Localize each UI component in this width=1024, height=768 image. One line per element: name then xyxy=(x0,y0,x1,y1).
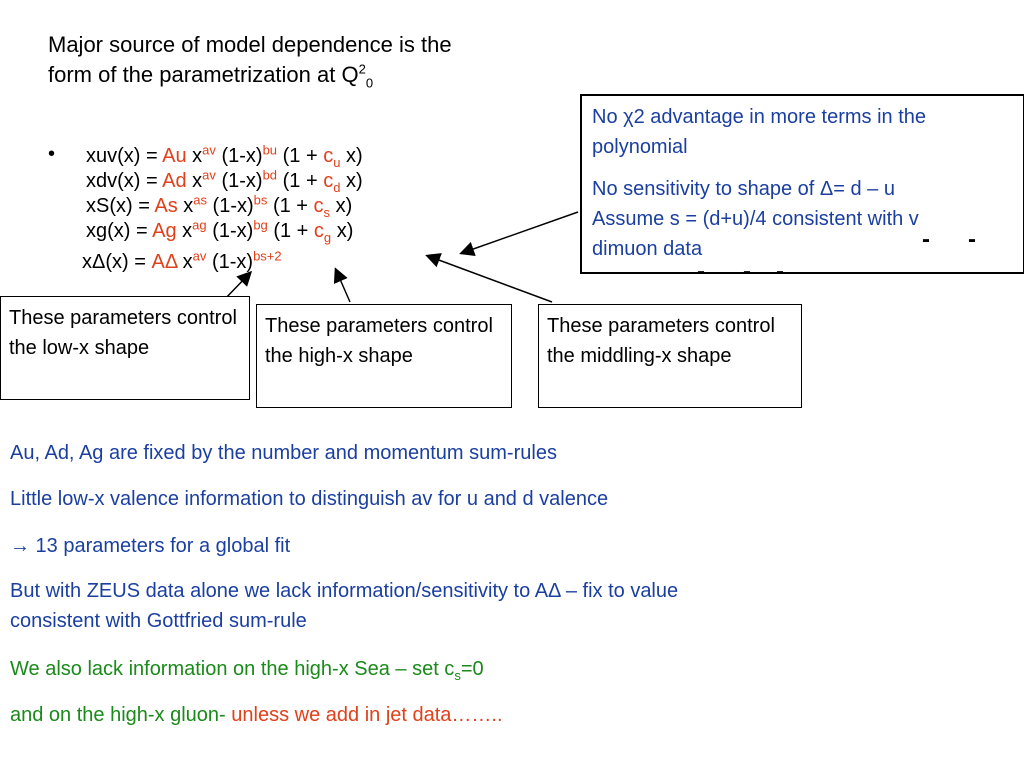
eq-poly: (1 + xyxy=(277,145,324,167)
arrow-info xyxy=(459,211,579,257)
arrow-midx xyxy=(425,253,553,303)
eq-poly: (1 + xyxy=(277,170,324,192)
note-sumrules: Au, Ad, Ag are fixed by the number and m… xyxy=(10,442,557,464)
title-sup: 2 xyxy=(358,61,366,77)
note-jet-data: unless we add in jet data…….. xyxy=(231,704,503,726)
title-sub: 0 xyxy=(365,75,374,91)
eq-c: c xyxy=(313,195,324,217)
overbar-mark: - xyxy=(968,226,976,253)
eq-poly: (1 + xyxy=(267,220,314,242)
eq-end: x) xyxy=(330,195,353,217)
note-sea-sub: s xyxy=(454,668,461,683)
eq-x-power: av xyxy=(192,248,207,264)
overbar-mark: - xyxy=(743,258,751,285)
eq-lhs: xΔ(x) = xyxy=(82,251,152,273)
eq-x: x xyxy=(177,195,194,217)
eq-norm: AΔ xyxy=(151,251,178,273)
eq-norm: Ad xyxy=(162,170,187,192)
eq-end: x) xyxy=(340,170,363,192)
eq-x-power: ag xyxy=(192,217,207,233)
eq-end: x) xyxy=(331,220,354,242)
info-delta: No sensitivity to shape of Δ= d – u xyxy=(592,178,895,200)
eq-lhs: xS(x) = xyxy=(86,195,155,217)
overbar-mark: - xyxy=(922,226,930,253)
eq-mid: (1-x) xyxy=(206,220,254,242)
eq-mid: (1-x) xyxy=(215,145,263,167)
eq-mid-power: bs xyxy=(253,192,268,208)
info-chi2: No χ2 advantage in more terms in the pol… xyxy=(592,106,927,158)
eq-norm: Ag xyxy=(152,220,177,242)
eq-c-sub: u xyxy=(333,155,341,170)
equation-uv: xuv(x) = Au xav (1-x)bu (1 + cu x) xyxy=(86,143,363,169)
eq-x-power: as xyxy=(193,192,207,208)
title-line-1: Major source of model dependence is the xyxy=(48,32,452,57)
eq-x-power: av xyxy=(202,142,216,158)
highx-box: These parameters control the high-x shap… xyxy=(256,304,512,408)
equation-delta: xΔ(x) = AΔ xav (1-x)bs+2 xyxy=(82,249,282,275)
eq-c-sub: d xyxy=(333,180,341,195)
eq-c-sub: g xyxy=(323,230,332,245)
eq-c: c xyxy=(323,170,334,192)
title-text: form of the parametrization at Q xyxy=(48,62,359,87)
note-highx-sea: We also lack information on the high-x S… xyxy=(10,654,484,684)
note-13-params: → 13 parameters for a global fit xyxy=(10,535,291,557)
eq-mid-power: bs+2 xyxy=(253,248,282,264)
slide-title: Major source of model dependence is the … xyxy=(48,30,548,90)
eq-norm: As xyxy=(154,195,178,217)
note-gluon: and on the high-x gluon- unless we add i… xyxy=(10,700,503,730)
eq-c: c xyxy=(313,220,324,242)
eq-c: c xyxy=(323,145,334,167)
lowx-box: These parameters control the low-x shape xyxy=(0,296,250,400)
eq-x: x xyxy=(186,170,203,192)
equation-sea: xS(x) = As xas (1-x)bs (1 + cs x) xyxy=(86,193,352,219)
eq-norm: Au xyxy=(162,145,187,167)
eq-x: x xyxy=(176,220,193,242)
bullet: • xyxy=(48,143,56,165)
eq-x: x xyxy=(186,145,203,167)
overbar-mark: - xyxy=(776,258,784,285)
eq-c-sub: s xyxy=(323,205,331,220)
equation-dv: xdv(x) = Ad xav (1-x)bd (1 + cd x) xyxy=(86,168,363,194)
eq-mid-power: bu xyxy=(262,142,278,158)
eq-mid: (1-x) xyxy=(207,195,254,217)
info-box: No χ2 advantage in more terms in the pol… xyxy=(580,94,1024,274)
eq-poly: (1 + xyxy=(267,195,314,217)
equation-gluon: xg(x) = Ag xag (1-x)bg (1 + cg x) xyxy=(86,218,353,244)
eq-lhs: xg(x) = xyxy=(86,220,153,242)
note-sea-post: =0 xyxy=(460,658,484,680)
eq-mid: (1-x) xyxy=(215,170,263,192)
eq-lhs: xuv(x) = xyxy=(86,145,163,167)
overbar-mark: - xyxy=(697,258,705,285)
eq-mid: (1-x) xyxy=(206,251,254,273)
midx-box: These parameters control the middling-x … xyxy=(538,304,802,408)
note-zeus-line2: consistent with Gottfried sum-rule xyxy=(10,610,307,632)
eq-end: x) xyxy=(340,145,363,167)
eq-x-power: av xyxy=(202,167,216,183)
note-sea-text: We also lack information on the high-x S… xyxy=(10,658,455,680)
eq-mid-power: bd xyxy=(262,167,278,183)
note-zeus: But with ZEUS data alone we lack informa… xyxy=(10,576,678,636)
eq-lhs: xdv(x) = xyxy=(86,170,163,192)
eq-mid-power: bg xyxy=(253,217,268,233)
arrow-highx xyxy=(333,267,351,303)
eq-x: x xyxy=(177,251,193,273)
note-gluon-text: and on the high-x gluon- xyxy=(10,704,232,726)
info-dimuon: dimuon data xyxy=(592,238,703,260)
info-strange: Assume s = (d+u)/4 consistent with v xyxy=(592,208,919,230)
title-line-2: form of the parametrization at Q20 xyxy=(48,60,548,90)
note-zeus-line1: But with ZEUS data alone we lack informa… xyxy=(10,580,679,602)
note-lowx-valence: Little low-x valence information to dist… xyxy=(10,488,609,510)
